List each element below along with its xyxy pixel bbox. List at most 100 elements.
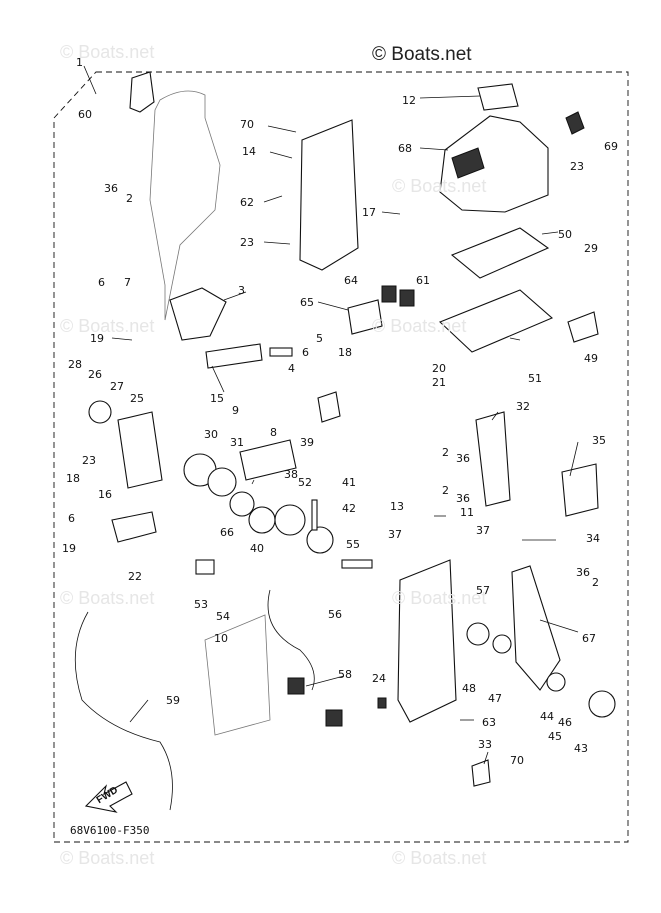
callout: 36 bbox=[104, 182, 118, 195]
callout: 60 bbox=[78, 108, 92, 121]
part-67-lever bbox=[511, 565, 561, 691]
callout: 59 bbox=[166, 694, 180, 707]
callout: 17 bbox=[362, 206, 376, 219]
part-22-bracket bbox=[111, 511, 157, 543]
callout: 21 bbox=[432, 376, 446, 389]
part-66-washer bbox=[229, 491, 255, 517]
callout: 68 bbox=[398, 142, 412, 155]
part-25-housing bbox=[117, 411, 163, 489]
part-61-switch bbox=[399, 289, 415, 307]
callout: 41 bbox=[342, 476, 356, 489]
callout: 14 bbox=[242, 145, 256, 158]
watermark: © Boats.net bbox=[372, 316, 467, 336]
callout: 23 bbox=[82, 454, 96, 467]
watermark: © Boats.net bbox=[392, 588, 487, 608]
part-44-washer bbox=[546, 672, 566, 692]
part-69-cap bbox=[565, 111, 585, 135]
control-body-outline bbox=[149, 90, 221, 321]
part-8-lever bbox=[317, 391, 341, 423]
callout: 33 bbox=[478, 738, 492, 751]
callout: 67 bbox=[582, 632, 596, 645]
watermark: © Boats.net bbox=[60, 848, 155, 868]
callout: 35 bbox=[592, 434, 606, 447]
callout: 38 bbox=[284, 468, 298, 481]
part-58-connector-a bbox=[287, 677, 305, 695]
callout: 8 bbox=[270, 426, 277, 439]
callout: 49 bbox=[584, 352, 598, 365]
callout: 24 bbox=[372, 672, 386, 685]
callout: 32 bbox=[516, 400, 530, 413]
callout: 10 bbox=[214, 632, 228, 645]
callout: 36 bbox=[576, 566, 590, 579]
part-24-clip bbox=[377, 697, 387, 709]
callout: 31 bbox=[230, 436, 244, 449]
callout: 63 bbox=[482, 716, 496, 729]
part-49-bracket bbox=[567, 311, 599, 343]
part-59-harness bbox=[74, 611, 173, 811]
part-33-clip bbox=[471, 759, 491, 787]
watermark: © Boats.net bbox=[392, 848, 487, 868]
callout: 70 bbox=[240, 118, 254, 131]
callout: 3 bbox=[238, 284, 245, 297]
part-39-spring bbox=[239, 439, 297, 481]
callout: 9 bbox=[232, 404, 239, 417]
callout: 66 bbox=[220, 526, 234, 539]
callout: 70 bbox=[510, 754, 524, 767]
part-40-plate bbox=[248, 506, 276, 534]
callout: 55 bbox=[346, 538, 360, 551]
callout: 42 bbox=[342, 502, 356, 515]
callout: 46 bbox=[558, 716, 572, 729]
callout: 56 bbox=[328, 608, 342, 621]
callout: 36 bbox=[456, 492, 470, 505]
part-bracket-plate bbox=[299, 119, 359, 271]
callout: 18 bbox=[66, 472, 80, 485]
callout: 27 bbox=[110, 380, 124, 393]
callout: 2 bbox=[442, 446, 449, 459]
callout: 13 bbox=[390, 500, 404, 513]
callout: 50 bbox=[558, 228, 572, 241]
callout: 11 bbox=[460, 506, 474, 519]
part-12-label bbox=[477, 83, 519, 111]
part-60-clip bbox=[129, 71, 155, 113]
callout: 44 bbox=[540, 710, 554, 723]
callout: 12 bbox=[402, 94, 416, 107]
callout: 4 bbox=[288, 362, 295, 375]
part-53-block bbox=[195, 559, 215, 575]
brand-logo-text: © Boats.net bbox=[372, 44, 472, 65]
callout: 15 bbox=[210, 392, 224, 405]
part-55-shaft bbox=[341, 559, 373, 569]
part-4-pin bbox=[269, 347, 293, 357]
callout: 20 bbox=[432, 362, 446, 375]
part-3-bracket bbox=[169, 287, 227, 341]
callout: 47 bbox=[488, 692, 502, 705]
part-26-gear bbox=[88, 400, 112, 424]
watermark: © Boats.net bbox=[60, 588, 155, 608]
part-10-wires bbox=[267, 589, 315, 691]
callout: 36 bbox=[456, 452, 470, 465]
watermark: © Boats.net bbox=[60, 42, 155, 62]
callout: 34 bbox=[586, 532, 600, 545]
part-15-shaft bbox=[205, 343, 263, 369]
callout: 6 bbox=[98, 276, 105, 289]
callout-labels: 1 60 36 2 12 68 69 23 70 14 62 23 17 50 … bbox=[62, 56, 618, 767]
callout: 45 bbox=[548, 730, 562, 743]
callout: 37 bbox=[476, 524, 490, 537]
callout: 39 bbox=[300, 436, 314, 449]
part-64-switch bbox=[381, 285, 397, 303]
callout: 30 bbox=[204, 428, 218, 441]
part-35-grip bbox=[561, 463, 599, 517]
part-47-ring bbox=[492, 634, 512, 654]
callout: 29 bbox=[584, 242, 598, 255]
callout: 51 bbox=[528, 372, 542, 385]
part-32-handle bbox=[475, 411, 511, 507]
callout: 54 bbox=[216, 610, 230, 623]
callout: 19 bbox=[90, 332, 104, 345]
callout: 6 bbox=[68, 512, 75, 525]
callout: 25 bbox=[130, 392, 144, 405]
callout: 48 bbox=[462, 682, 476, 695]
callout: 7 bbox=[124, 276, 131, 289]
callout: 69 bbox=[604, 140, 618, 153]
callout: 2 bbox=[126, 192, 133, 205]
callout: 6 bbox=[302, 346, 309, 359]
